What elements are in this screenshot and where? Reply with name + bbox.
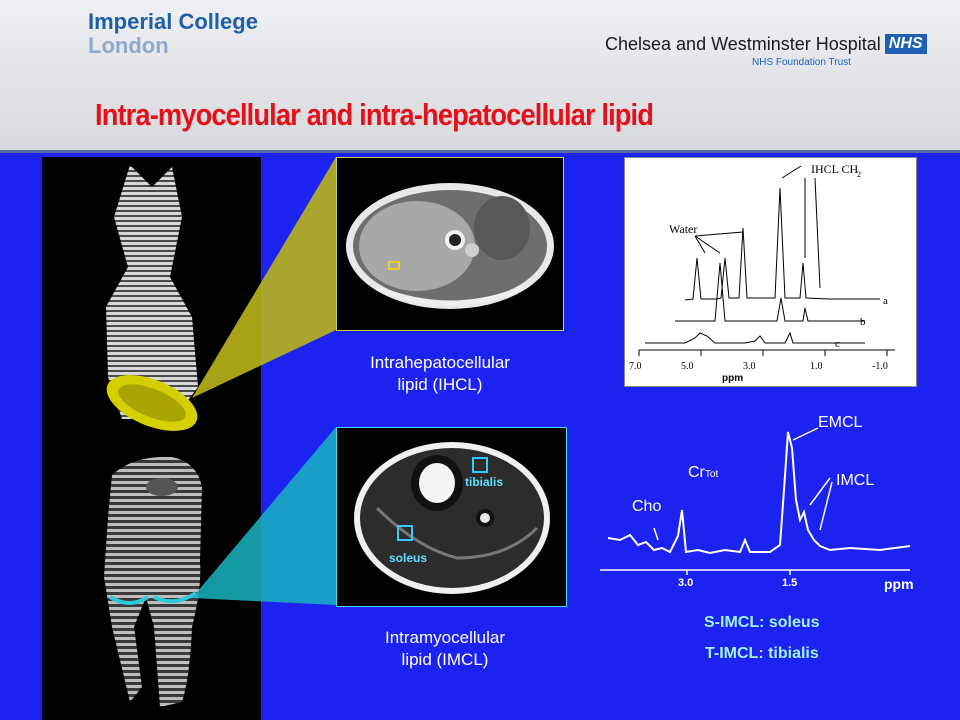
muscle-ppm-tick-1-5: 1.5 [782,577,798,589]
body-3d-render-image [104,165,202,707]
spectrum-trace-b [675,262,865,322]
hospital-name: Chelsea and Westminster Hospital [605,34,881,54]
trace-label-c: c [835,338,840,350]
imcl-caption-line2: lipid (IMCL) [401,650,489,669]
cr-label: CrTot [688,464,718,482]
spectrum-trace-a [684,187,880,301]
ppm-tick-5: 5.0 [681,361,694,372]
tibialis-roi-label: tibialis [465,475,503,489]
ppm-tick-1: 1.0 [810,361,823,372]
liver-spectra-figure: Water IHCL CH 2 a b c 7.0 5.0 3.0 1.0 -1… [624,157,917,387]
cr-subscript: Tot [704,469,719,480]
soleus-roi-marker [397,525,413,541]
t-imcl-legend: T-IMCL: tibialis [705,645,819,662]
left-calf-slice-highlight [108,595,150,605]
soleus-roi-label: soleus [389,551,427,565]
s-imcl-legend: S-IMCL: soleus [704,614,820,631]
trace-label-a: a [883,295,888,307]
nhs-badge: NHS [884,34,927,54]
imperial-college-logo: Imperial College London [88,10,258,58]
ihcl-caption-line1: Intrahepatocellular [370,353,510,372]
muscle-spectrum-trace [607,431,911,555]
ihcl-ch-label: IHCL CH [811,162,859,176]
imperial-logo-line2: London [88,33,169,58]
emcl-label: EMCL [818,414,863,431]
tibialis-roi-marker [472,457,488,473]
ppm-axis-label-top: ppm [722,373,743,384]
spectrum-trace-c [645,331,865,344]
imcl-caption: Intramyocellular lipid (IMCL) [350,627,540,671]
cr-label-text: Cr [688,464,705,481]
cho-label: Cho [632,498,662,515]
liver-roi-marker [388,261,400,270]
water-label: Water [669,222,697,236]
ihcl-ch-subscript: 2 [857,170,861,179]
slide-title: Intra-myocellular and intra-hepatocellul… [95,97,654,132]
imcl-label: IMCL [836,472,875,489]
ihcl-caption: Intrahepatocellular lipid (IHCL) [340,352,540,396]
imperial-logo-line1: Imperial College [88,9,258,34]
trust-label: NHS Foundation Trust [752,57,851,68]
calf-mri-image: tibialis soleus [336,427,567,607]
ppm-tick-neg1: -1.0 [872,361,888,372]
trace-label-b: b [860,316,866,328]
header-band: Imperial College London Chelsea and West… [0,0,960,153]
muscle-spectrum-plot [600,410,930,610]
liver-mri-image [336,157,564,331]
ppm-tick-7: 7.0 [629,361,642,372]
ihcl-caption-line2: lipid (IHCL) [397,375,483,394]
imcl-caption-line1: Intramyocellular [385,628,505,647]
muscle-ppm-tick-3: 3.0 [678,577,694,589]
muscle-ppm-axis-label: ppm [884,576,914,592]
body-3d-render-panel [42,157,261,720]
ppm-tick-3: 3.0 [743,361,756,372]
